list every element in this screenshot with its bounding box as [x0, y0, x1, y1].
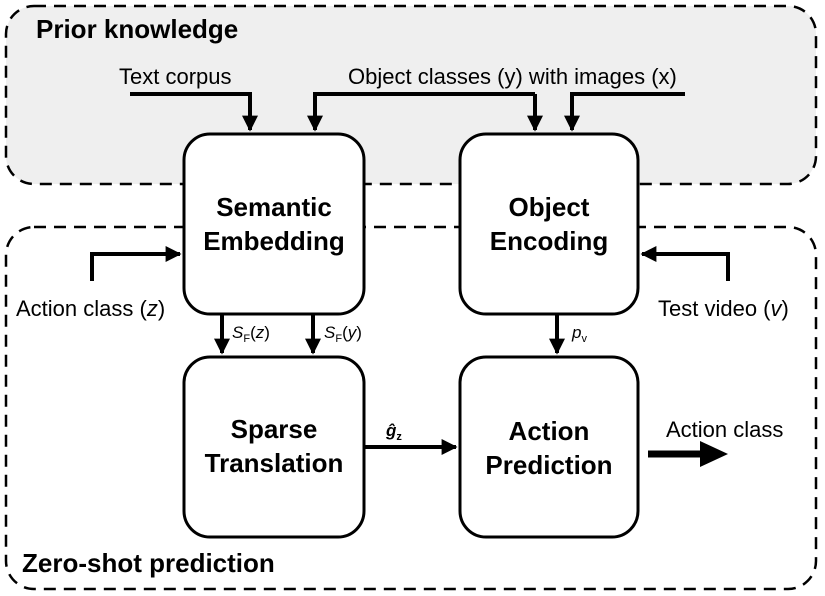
text-corpus-arrow	[130, 92, 258, 132]
semantic-embedding-box	[182, 132, 366, 316]
p-v-label: pv	[572, 323, 587, 345]
object-classes-label: Object classes (y) with images (x)	[348, 64, 677, 89]
action-prediction-box	[458, 355, 640, 539]
output-action-class-label: Action class	[666, 417, 784, 442]
g-z-label: ĝz	[386, 421, 402, 443]
sf-z-label: SF(z)	[232, 323, 270, 345]
test-video-label: Test video (v)	[658, 296, 789, 321]
action-class-input-arrow	[90, 246, 182, 281]
sf-y-label: SF(y)	[324, 323, 362, 345]
action-class-input-label: Action class (z)	[16, 296, 166, 321]
output-arrow-head	[700, 441, 728, 467]
object-encoding-box	[458, 132, 640, 316]
object-classes-to-embedding-arrow	[307, 92, 535, 132]
zero-shot-region	[4, 225, 818, 591]
zero-shot-title: Zero-shot prediction	[22, 548, 275, 578]
prior-knowledge-title: Prior knowledge	[36, 14, 239, 44]
images-to-encoding-arrow	[564, 92, 685, 132]
text-corpus-label: Text corpus	[119, 64, 232, 89]
test-video-input-arrow	[640, 246, 730, 281]
